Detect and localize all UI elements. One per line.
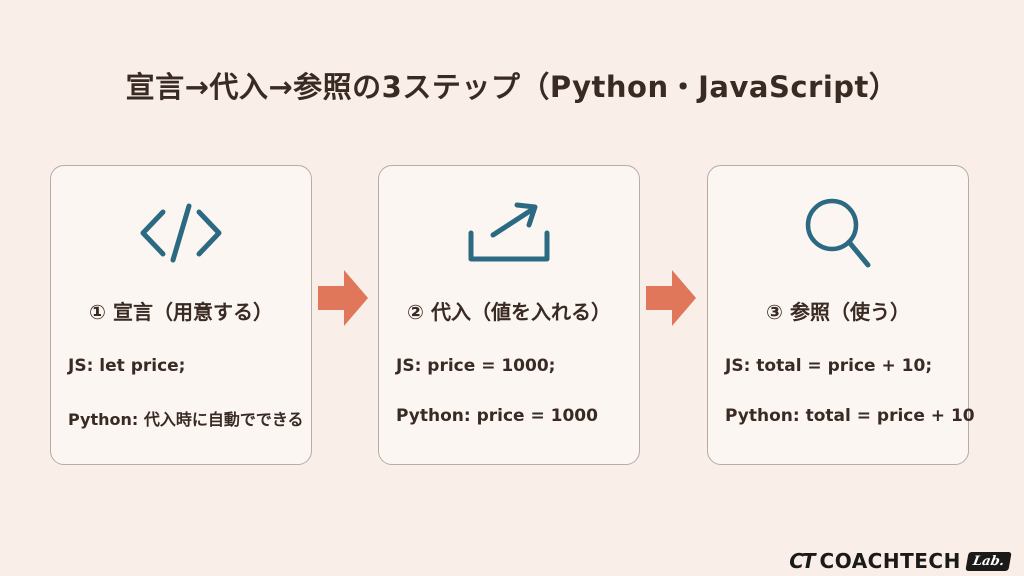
python-code-line: Python: price = 1000 <box>396 406 598 426</box>
step-card-reference: ③ 参照（使う） JS: total = price + 10; Python:… <box>707 165 975 465</box>
js-code-line: JS: price = 1000; <box>396 356 556 376</box>
share-arrow-icon <box>379 188 639 278</box>
search-icon <box>708 188 968 278</box>
logo-mark: CT <box>789 549 815 573</box>
step-card-assign: ② 代入（値を入れる） JS: price = 1000; Python: pr… <box>378 165 640 465</box>
logo-badge: Lab. <box>965 551 1012 571</box>
step-heading: ② 代入（値を入れる） <box>407 300 611 324</box>
js-code-line: JS: let price; <box>68 356 186 376</box>
python-code-line: Python: 代入時に自動でできる <box>68 410 304 429</box>
step-card-declare: ① 宣言（用意する） JS: let price; Python: 代入時に自動… <box>50 165 312 465</box>
step-heading: ① 宣言（用意する） <box>89 300 273 324</box>
python-code-line: Python: total = price + 10 <box>725 406 975 426</box>
logo-brand: COACHTECH <box>819 549 961 573</box>
page-title: 宣言→代入→参照の3ステップ（Python・JavaScript） <box>125 70 899 104</box>
step-heading: ③ 参照（使う） <box>766 300 910 324</box>
right-arrow-icon <box>318 270 368 326</box>
right-arrow-icon <box>646 270 696 326</box>
coachtech-lab-logo: CT COACHTECH Lab. <box>789 548 1012 574</box>
code-icon <box>51 188 311 278</box>
js-code-line: JS: total = price + 10; <box>725 356 933 376</box>
